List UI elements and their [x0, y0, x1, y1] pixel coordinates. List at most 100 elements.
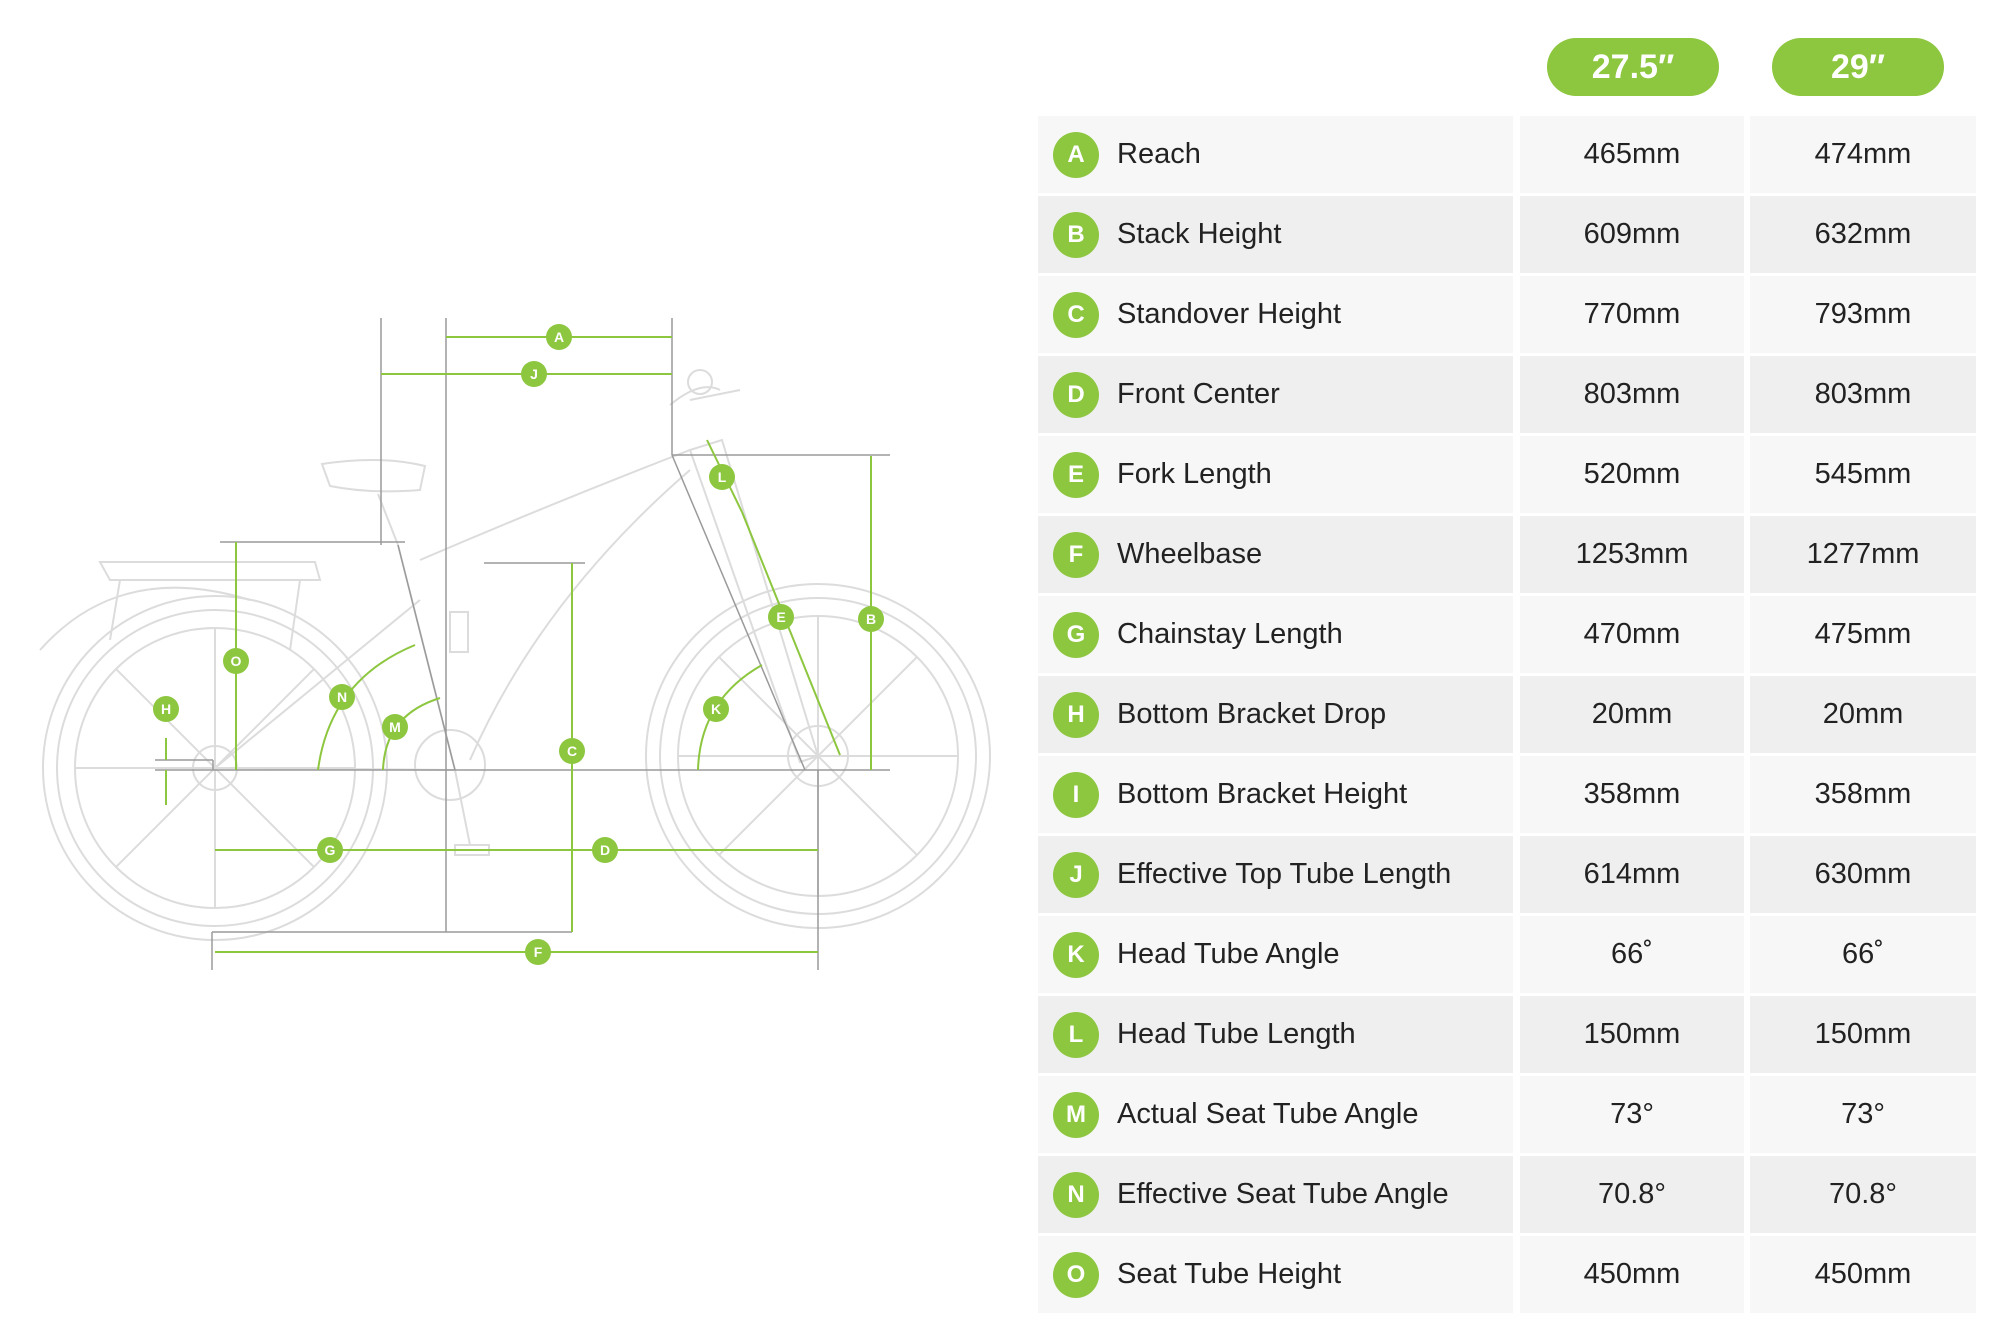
value-27-5: 66˚ [1611, 938, 1653, 970]
value-cell-27-5: 358mm [1520, 756, 1744, 833]
svg-text:K: K [711, 701, 721, 717]
value-cell-27-5: 66˚ [1520, 916, 1744, 993]
value-29: 474mm [1814, 138, 1912, 170]
svg-text:J: J [530, 366, 538, 382]
letter-badge: F [1053, 531, 1099, 578]
letter-badge: J [1053, 851, 1099, 898]
row-label-cell: G Chainstay Length [1038, 596, 1513, 673]
value-29: 358mm [1814, 778, 1912, 810]
letter-badge: K [1053, 931, 1099, 978]
value-29: 793mm [1814, 298, 1912, 330]
measurement-label: Effective Top Tube Length [1117, 858, 1452, 890]
value-29: 475mm [1814, 618, 1912, 650]
marker-A: A [546, 324, 572, 350]
letter-badge: B [1053, 211, 1099, 258]
letter-badge: I [1053, 771, 1099, 818]
size-header-29: 29″ [1772, 38, 1944, 96]
svg-text:L: L [718, 469, 727, 485]
diagram-markers: A B C D E F G H J K L M N O [153, 324, 884, 965]
value-29: 20mm [1822, 698, 1904, 730]
measurement-label: Seat Tube Height [1117, 1258, 1342, 1290]
value-cell-29: 150mm [1750, 996, 1976, 1073]
value-cell-27-5: 614mm [1520, 836, 1744, 913]
value-cell-29: 545mm [1750, 436, 1976, 513]
value-cell-29: 358mm [1750, 756, 1976, 833]
marker-M: M [382, 714, 408, 740]
marker-E: E [768, 604, 794, 630]
value-cell-29: 450mm [1750, 1236, 1976, 1313]
marker-L: L [709, 464, 735, 490]
marker-H: H [153, 696, 179, 722]
value-27-5: 358mm [1583, 778, 1681, 810]
marker-G: G [317, 837, 343, 863]
svg-text:O: O [231, 653, 242, 669]
value-cell-29: 475mm [1750, 596, 1976, 673]
marker-D: D [592, 837, 618, 863]
svg-text:E: E [776, 609, 785, 625]
row-label-cell: B Stack Height [1038, 196, 1513, 273]
svg-text:F: F [534, 944, 543, 960]
value-cell-27-5: 73° [1520, 1076, 1744, 1153]
svg-text:A: A [554, 329, 564, 345]
value-27-5: 70.8° [1597, 1178, 1667, 1210]
value-29: 150mm [1814, 1018, 1912, 1050]
letter-badge: C [1053, 291, 1099, 338]
letter-badge: O [1053, 1251, 1099, 1298]
svg-text:G: G [325, 842, 336, 858]
table-row: I Bottom Bracket Height 358mm 358mm [1038, 756, 1978, 836]
marker-N: N [329, 684, 355, 710]
measurement-label: Fork Length [1117, 458, 1272, 490]
value-cell-29: 73° [1750, 1076, 1976, 1153]
value-cell-29: 803mm [1750, 356, 1976, 433]
svg-text:N: N [337, 689, 347, 705]
letter-badge: G [1053, 611, 1099, 658]
value-cell-27-5: 803mm [1520, 356, 1744, 433]
value-27-5: 73° [1610, 1098, 1654, 1130]
value-cell-27-5: 470mm [1520, 596, 1744, 673]
row-label-cell: E Fork Length [1038, 436, 1513, 513]
value-cell-27-5: 20mm [1520, 676, 1744, 753]
value-cell-27-5: 450mm [1520, 1236, 1744, 1313]
marker-B: B [858, 606, 884, 632]
value-27-5: 614mm [1583, 858, 1681, 890]
table-row: G Chainstay Length 470mm 475mm [1038, 596, 1978, 676]
measurement-label: Stack Height [1117, 218, 1282, 250]
letter-badge: E [1053, 451, 1099, 498]
svg-text:M: M [389, 719, 401, 735]
value-29: 450mm [1814, 1258, 1912, 1290]
measurement-label: Chainstay Length [1117, 618, 1343, 650]
marker-K: K [703, 696, 729, 722]
bike-geometry-diagram: A B C D E F G H J K L M N O [39, 318, 991, 970]
value-29: 1277mm [1806, 538, 1920, 570]
value-29: 630mm [1814, 858, 1912, 890]
table-row: C Standover Height 770mm 793mm [1038, 276, 1978, 356]
value-cell-29: 793mm [1750, 276, 1976, 353]
value-27-5: 770mm [1583, 298, 1681, 330]
value-cell-27-5: 70.8° [1520, 1156, 1744, 1233]
measurement-label: Front Center [1117, 378, 1280, 410]
value-27-5: 450mm [1583, 1258, 1681, 1290]
letter-badge: M [1053, 1091, 1099, 1138]
value-27-5: 520mm [1583, 458, 1681, 490]
value-cell-27-5: 465mm [1520, 116, 1744, 193]
value-cell-29: 630mm [1750, 836, 1976, 913]
value-cell-29: 20mm [1750, 676, 1976, 753]
svg-text:H: H [161, 701, 171, 717]
measurement-label: Head Tube Length [1117, 1018, 1356, 1050]
row-label-cell: C Standover Height [1038, 276, 1513, 353]
measurement-label: Standover Height [1117, 298, 1342, 330]
value-29: 545mm [1814, 458, 1912, 490]
measurement-label: Bottom Bracket Height [1117, 778, 1408, 810]
